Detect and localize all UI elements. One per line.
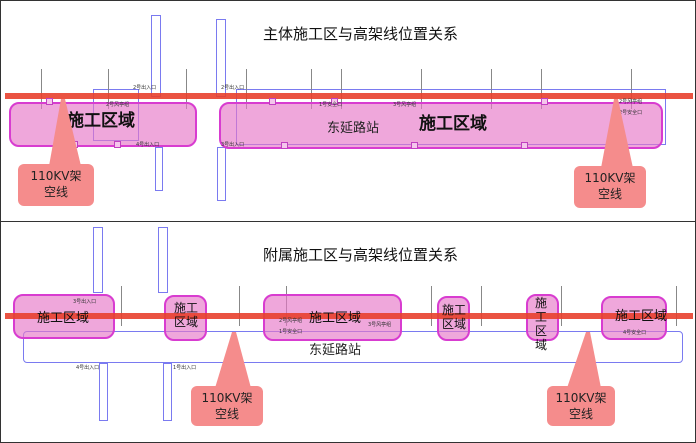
grid-tick [108, 69, 109, 109]
overhead-line [5, 93, 693, 99]
structure-label: 4号出入口 [136, 142, 160, 148]
construction-zone [219, 102, 663, 149]
structure-marker [411, 142, 418, 149]
overhead-line [5, 313, 693, 319]
station-name: 东延路站 [309, 343, 362, 358]
grid-tick [186, 69, 187, 109]
grid-tick [481, 286, 482, 326]
grid-tick [561, 286, 562, 326]
entrance-corridor [99, 363, 108, 421]
grid-tick [121, 286, 122, 326]
grid-tick [246, 69, 247, 109]
entrance-corridor [158, 227, 168, 293]
overhead-line-callout: 110KV架空线 [547, 386, 615, 426]
grid-tick [311, 69, 312, 109]
structure-label: 4号出入口 [76, 365, 100, 371]
bottom-title: 附属施工区与高架线位置关系 [263, 246, 459, 264]
entrance-corridor [163, 363, 172, 421]
grid-tick [431, 286, 432, 326]
structure-label: 2号风亭组 [106, 102, 130, 108]
callout-pointers [49, 99, 633, 168]
grid-tick [41, 69, 42, 109]
grid-tick [421, 69, 422, 109]
ticks [41, 69, 641, 109]
structure-label: 1号出入口 [173, 365, 197, 371]
zone-label: 施工区域 [442, 303, 467, 331]
structure-label: 3号出入口 [73, 299, 97, 305]
zone-label: 施工区域 [173, 301, 198, 329]
structure-label: 4号安全口 [623, 330, 647, 336]
grid-tick [631, 69, 632, 109]
structure-label: 2号出入口 [221, 85, 245, 91]
structure-label: 3号风亭组 [393, 102, 417, 108]
structure-marker [521, 142, 528, 149]
structure-label: 2号风亭组 [279, 318, 303, 324]
overhead-line-callout: 110KV架空线 [574, 166, 646, 208]
grid-tick [541, 69, 542, 109]
grid-tick [491, 69, 492, 109]
structure-label: 3号出入口 [221, 142, 245, 148]
structure-marker [46, 98, 53, 105]
structure-marker [541, 98, 548, 105]
structure-marker [269, 98, 276, 105]
zone-label: 施工区域 [615, 309, 668, 324]
station-name: 东延路站 [327, 121, 380, 136]
structure-label: 2号出入口 [133, 85, 157, 91]
zone-label: 施工区域 [419, 114, 487, 134]
structure-label: 3号风亭组 [368, 322, 392, 328]
structure-marker [114, 141, 121, 148]
structure-label: 2号风亭组 [619, 99, 643, 105]
entrance-corridor [93, 227, 103, 293]
overhead-line-callout: 110KV架空线 [191, 386, 263, 426]
top-title: 主体施工区与高架线位置关系 [263, 25, 459, 43]
overhead-line-callout: 110KV架空线 [18, 164, 94, 206]
zone-label: 施工区域 [309, 311, 362, 326]
panel-divider [1, 221, 695, 222]
construction-zone [9, 102, 197, 147]
structure-label: 2号安全口 [619, 110, 643, 116]
zone-label: 施工区域 [534, 296, 547, 352]
entrance-corridor [155, 147, 163, 191]
grid-tick [341, 69, 342, 109]
zone-label: 施工区域 [37, 311, 90, 326]
structure-marker [331, 98, 338, 105]
structure-marker [281, 142, 288, 149]
callout-pointers [215, 332, 601, 388]
grid-tick [676, 286, 677, 326]
zone-label: 施工区域 [67, 111, 135, 131]
grid-tick [239, 286, 240, 326]
entrance-corridor [217, 147, 226, 201]
structure-label: 1号安全口 [319, 102, 343, 108]
structure-label: 1号安全口 [279, 329, 303, 335]
